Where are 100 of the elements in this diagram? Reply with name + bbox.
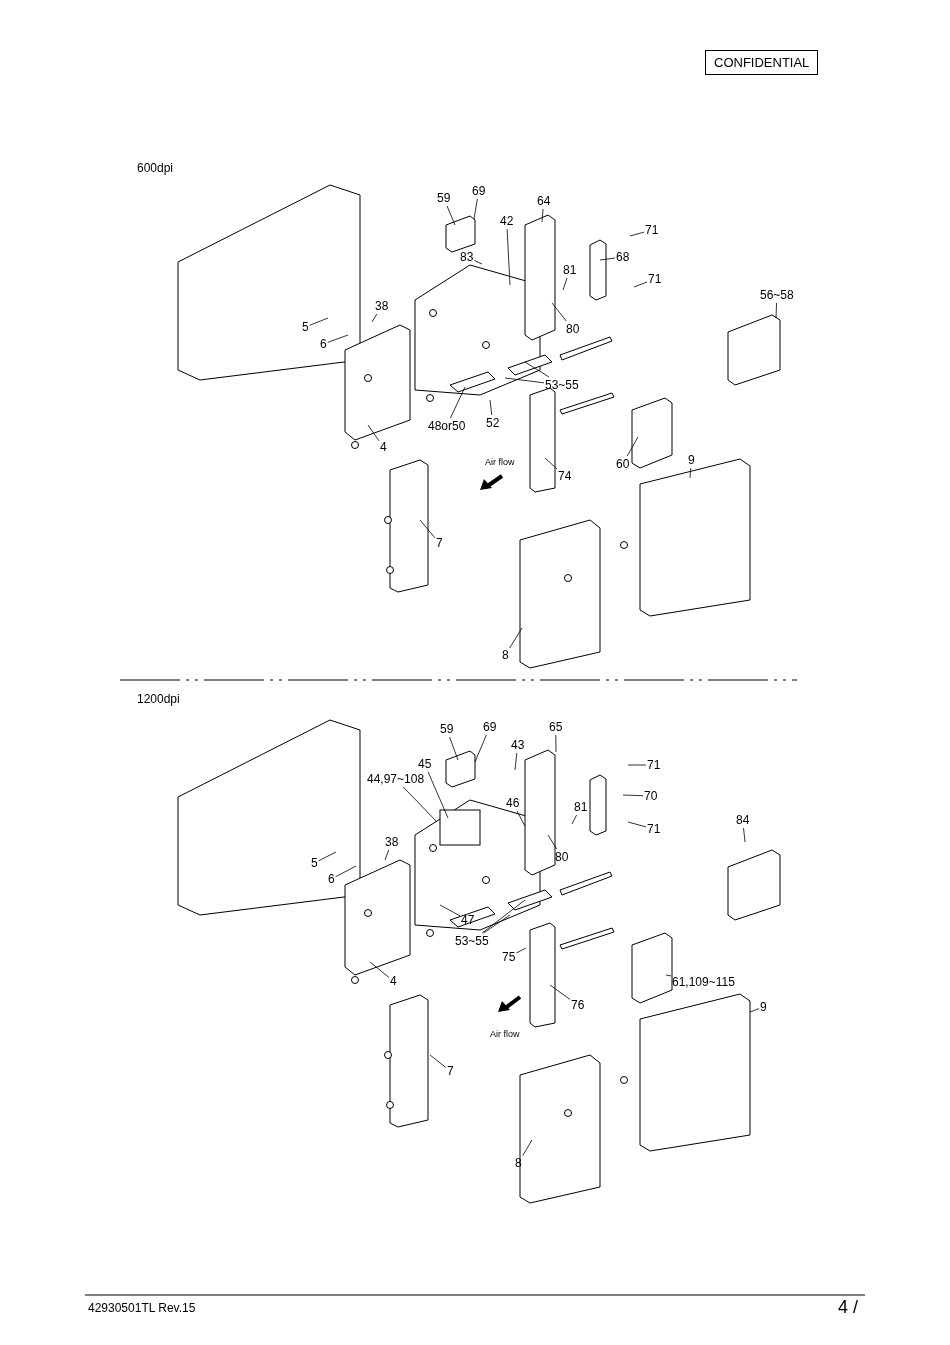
callout-number: 71	[647, 758, 661, 772]
callout-number: 76	[571, 998, 585, 1012]
leader-line	[627, 821, 647, 828]
leader-line	[483, 914, 511, 934]
leader-line	[743, 827, 746, 843]
callout-number: 64	[537, 194, 551, 208]
callout-number: 68	[616, 250, 630, 264]
leader-line	[544, 457, 558, 470]
callout-number: 56~58	[760, 288, 794, 302]
leader-line	[369, 961, 390, 978]
callout-number: 47	[461, 913, 475, 927]
callout-number: 4	[380, 440, 387, 454]
leader-line	[749, 1008, 760, 1013]
callout-number: 53~55	[455, 934, 489, 948]
document-number: 42930501TL Rev.15	[88, 1300, 196, 1316]
leader-line	[514, 752, 518, 771]
callout-number: 38	[375, 299, 389, 313]
leader-line	[571, 814, 577, 825]
leader-line	[541, 208, 544, 223]
callout-number: 46	[506, 796, 520, 810]
leader-line	[489, 399, 493, 416]
callout-number: 70	[644, 789, 658, 803]
callout-number: 69	[472, 184, 486, 198]
leader-line	[627, 764, 647, 766]
callout-number: 59	[440, 722, 454, 736]
section-label: 1200dpi	[137, 691, 180, 707]
page-header: CONFIDENTIAL	[705, 50, 819, 75]
callout-number: 4	[390, 974, 397, 988]
page-number: 4 /	[838, 1296, 858, 1318]
leader-line	[633, 281, 648, 288]
leader-line	[549, 984, 571, 1000]
air-flow-label: Air flow	[490, 1028, 520, 1041]
callout-number: 6	[320, 337, 327, 351]
callout-number: 81	[563, 263, 577, 277]
leader-line	[439, 904, 461, 917]
leader-line	[384, 849, 390, 861]
callout-number: 7	[436, 536, 443, 550]
leader-line	[309, 317, 329, 326]
leader-line	[599, 257, 616, 261]
leader-line	[562, 277, 568, 291]
leader-line	[427, 771, 449, 819]
callout-number: 71	[648, 272, 662, 286]
leader-line	[547, 834, 558, 850]
callout-number: 83	[460, 250, 474, 264]
callout-number: 48or50	[428, 419, 466, 433]
callout-number: 9	[760, 1000, 767, 1014]
section-label: 600dpi	[137, 160, 174, 176]
callout-number: 69	[483, 720, 497, 734]
leader-line	[629, 231, 645, 237]
leader-line	[506, 228, 511, 286]
callout-number: 8	[515, 1156, 522, 1170]
leader-line	[419, 519, 436, 539]
leader-line	[402, 786, 438, 823]
callout-number: 9	[688, 453, 695, 467]
leader-line	[429, 1054, 447, 1068]
leader-line	[524, 361, 550, 378]
leader-line	[327, 334, 349, 343]
leader-line	[555, 734, 557, 753]
leader-line	[446, 205, 456, 226]
leader-line	[318, 851, 337, 862]
leader-line	[504, 377, 545, 384]
leader-line	[367, 424, 380, 442]
leader-line	[474, 734, 487, 763]
callout-number: 38	[385, 835, 399, 849]
callout-number: 7	[447, 1064, 454, 1078]
leader-line	[551, 302, 567, 322]
callout-number: 6	[328, 872, 335, 886]
leader-line	[449, 736, 459, 761]
leader-line	[481, 899, 526, 934]
callout-number: 60	[616, 457, 630, 471]
leader-line	[665, 974, 672, 977]
leader-line	[775, 302, 777, 319]
air-flow-label: Air flow	[485, 456, 515, 469]
leader-line	[689, 467, 692, 479]
callout-number: 74	[558, 469, 572, 483]
leader-line	[371, 313, 378, 323]
callout-number: 52	[486, 416, 500, 430]
callout-number: 71	[647, 822, 661, 836]
callout-number: 5	[302, 320, 309, 334]
callout-number: 80	[566, 322, 580, 336]
leader-line	[473, 198, 478, 220]
callout-number: 61,109~115	[672, 975, 735, 989]
callout-number: 84	[736, 813, 750, 827]
callout-number: 8	[502, 648, 509, 662]
callout-number: 44,97~108	[367, 772, 425, 786]
leader-line	[622, 794, 644, 797]
callout-number: 59	[437, 191, 451, 205]
leader-line	[516, 810, 526, 827]
callout-number: 80	[555, 850, 569, 864]
callout-number: 75	[502, 950, 516, 964]
callout-number: 45	[418, 757, 432, 771]
callout-number: 42	[500, 214, 514, 228]
leader-line	[335, 865, 357, 878]
leader-line	[450, 386, 466, 419]
leader-line	[626, 436, 639, 457]
leader-line	[473, 260, 483, 265]
leader-line	[522, 1139, 533, 1157]
callout-number: 65	[549, 720, 563, 734]
leader-line	[509, 627, 523, 649]
callout-number: 5	[311, 856, 318, 870]
